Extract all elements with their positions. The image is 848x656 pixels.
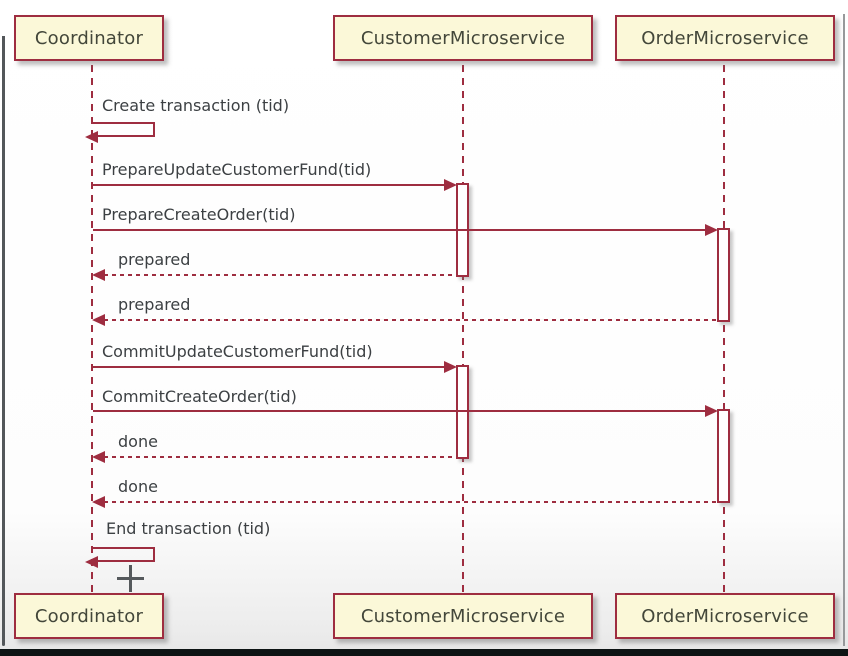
message-label-commit-create-order: CommitCreateOrder(tid): [102, 387, 297, 406]
lifeline-customer-microservice: [462, 65, 464, 593]
activation-order-prepare: [717, 228, 730, 322]
participant-label: OrderMicroservice: [641, 605, 809, 627]
message-line: [93, 410, 706, 412]
message-label-create-transaction: Create transaction (tid): [102, 96, 290, 115]
arrowhead-right-icon: [705, 405, 718, 417]
message-line-dashed: [104, 501, 717, 503]
participant-coordinator-bottom: Coordinator: [14, 593, 164, 639]
frame-bottom-bar: [0, 649, 848, 656]
arrowhead-left-icon: [85, 131, 98, 143]
arrowhead-right-icon: [444, 179, 457, 191]
participant-label: CustomerMicroservice: [360, 27, 566, 49]
message-label-prepared-customer: prepared: [118, 250, 191, 269]
participant-order-microservice-top: OrderMicroservice: [615, 15, 835, 61]
participant-label: Coordinator: [34, 605, 144, 627]
participant-customer-microservice-top: CustomerMicroservice: [333, 15, 593, 61]
message-label-end-transaction: End transaction (tid): [106, 519, 271, 538]
participant-label: OrderMicroservice: [641, 27, 809, 49]
arrowhead-left-icon: [92, 314, 105, 326]
message-line: [93, 184, 445, 186]
message-line-dashed: [104, 274, 456, 276]
activation-order-commit: [717, 409, 730, 503]
arrowhead-left-icon: [92, 269, 105, 281]
message-line: [93, 229, 706, 231]
plus-cursor-icon: [117, 565, 144, 592]
message-line-dashed: [104, 319, 717, 321]
message-label-prepare-create-order: PrepareCreateOrder(tid): [102, 205, 296, 224]
lifeline-order-microservice: [723, 65, 725, 593]
activation-customer-commit: [456, 365, 469, 459]
participant-label: CustomerMicroservice: [360, 605, 566, 627]
message-line: [93, 366, 445, 368]
message-label-prepare-update-customer-fund: PrepareUpdateCustomerFund(tid): [102, 160, 372, 179]
lifeline-coordinator: [91, 65, 93, 593]
arrowhead-right-icon: [705, 224, 718, 236]
participant-label: Coordinator: [34, 27, 144, 49]
message-label-done-customer: done: [118, 432, 158, 451]
participant-customer-microservice-bottom: CustomerMicroservice: [333, 593, 593, 639]
arrowhead-left-icon: [92, 451, 105, 463]
arrowhead-right-icon: [444, 361, 457, 373]
message-label-prepared-order: prepared: [118, 295, 191, 314]
message-label-commit-update-customer-fund: CommitUpdateCustomerFund(tid): [102, 342, 373, 361]
arrowhead-left-icon: [92, 496, 105, 508]
participant-order-microservice-bottom: OrderMicroservice: [615, 593, 835, 639]
frame-left-edge: [2, 36, 5, 646]
self-message-loop: [93, 547, 155, 562]
self-message-loop: [93, 122, 155, 137]
arrowhead-left-icon: [85, 556, 98, 568]
message-label-done-order: done: [118, 477, 158, 496]
participant-coordinator-top: Coordinator: [14, 15, 164, 61]
message-line-dashed: [104, 456, 456, 458]
frame-right-edge: [843, 14, 845, 646]
